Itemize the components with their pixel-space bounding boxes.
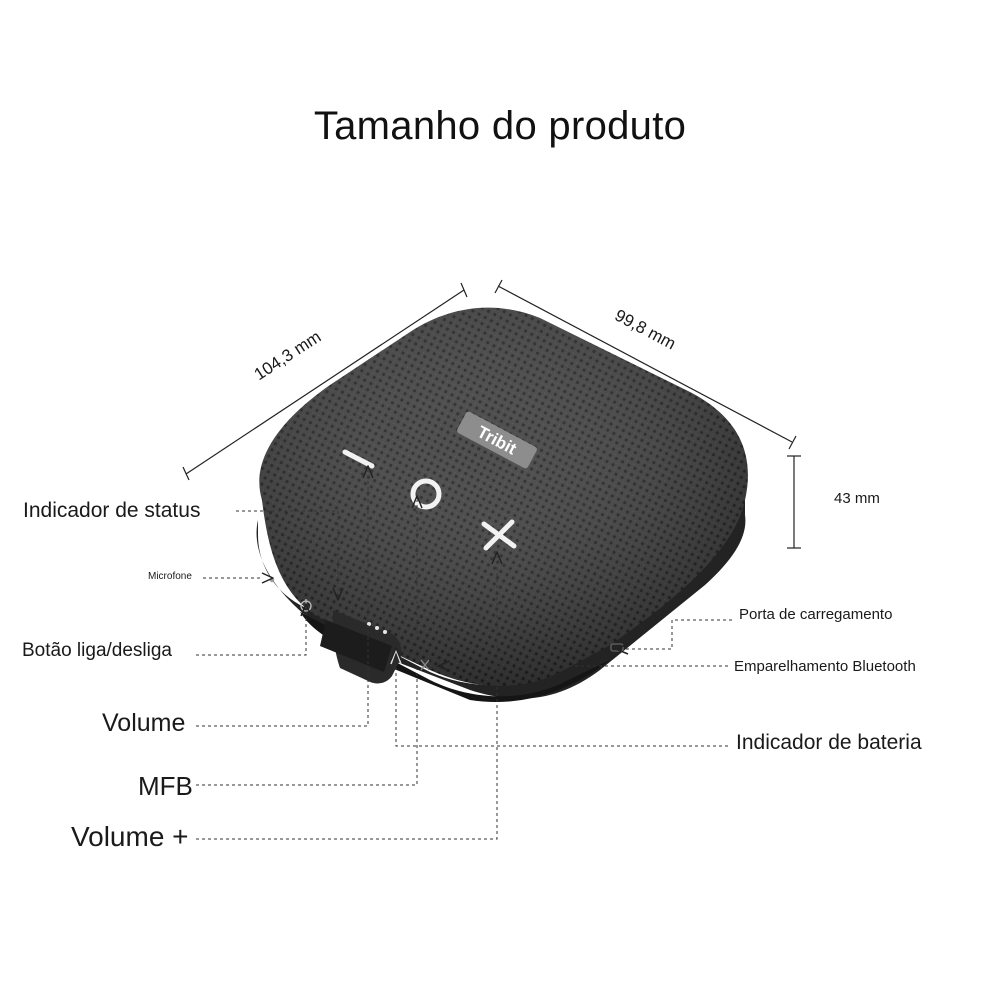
mfb-arrow	[411, 495, 423, 509]
volume-minus-arrow	[362, 465, 374, 479]
volume-minus-button-mark	[342, 449, 375, 469]
power-arrow	[300, 603, 312, 617]
bluetooth-pairing-label: Emparelhamento Bluetooth	[734, 658, 916, 675]
strap-cover	[320, 610, 402, 684]
power-button-leader	[196, 612, 307, 656]
battery-indicator-leader	[395, 668, 728, 747]
page-title: Tamanho do produto	[313, 104, 687, 148]
volume-minus-leader	[196, 470, 369, 727]
mfb-label: MFB	[138, 771, 193, 801]
status-arrow	[332, 587, 344, 601]
charging-port-leader	[626, 619, 732, 650]
volume-plus-label: Volume +	[71, 821, 189, 852]
width-dimension-line	[497, 285, 793, 443]
side-icons	[269, 577, 624, 671]
bluetooth-icon	[420, 659, 430, 671]
dimension-lines	[182, 279, 801, 549]
battery-arrow	[390, 647, 402, 661]
volume-plus-arrow	[491, 551, 503, 565]
charging-port-label: Porta de carregamento	[739, 606, 893, 623]
length-dimension-line	[185, 289, 465, 475]
mfb-leader	[196, 500, 418, 786]
speaker-buttons	[342, 449, 517, 551]
leader-arrowheads	[261, 465, 629, 672]
battery-indicator-label: Indicador de bateria	[736, 731, 922, 754]
microphone-arrow	[261, 572, 274, 584]
charging-arrow	[615, 643, 629, 655]
mfb-button-mark	[410, 478, 442, 510]
volume-plus-button-mark-b	[483, 519, 515, 551]
power-button-label: Botão liga/desliga	[22, 640, 172, 661]
charging-port-icon	[610, 643, 624, 652]
status-indicator-leader	[236, 510, 339, 584]
leader-lines	[196, 470, 732, 840]
bluetooth-arrow	[437, 660, 451, 672]
height-dimension-label: 43 mm	[834, 490, 880, 507]
volume-plus-leader	[196, 556, 498, 840]
microphone-label: Microfone	[148, 571, 192, 582]
status-indicator-label: Indicador de status	[23, 499, 201, 522]
volume-minus-label: Volume	[102, 709, 186, 737]
